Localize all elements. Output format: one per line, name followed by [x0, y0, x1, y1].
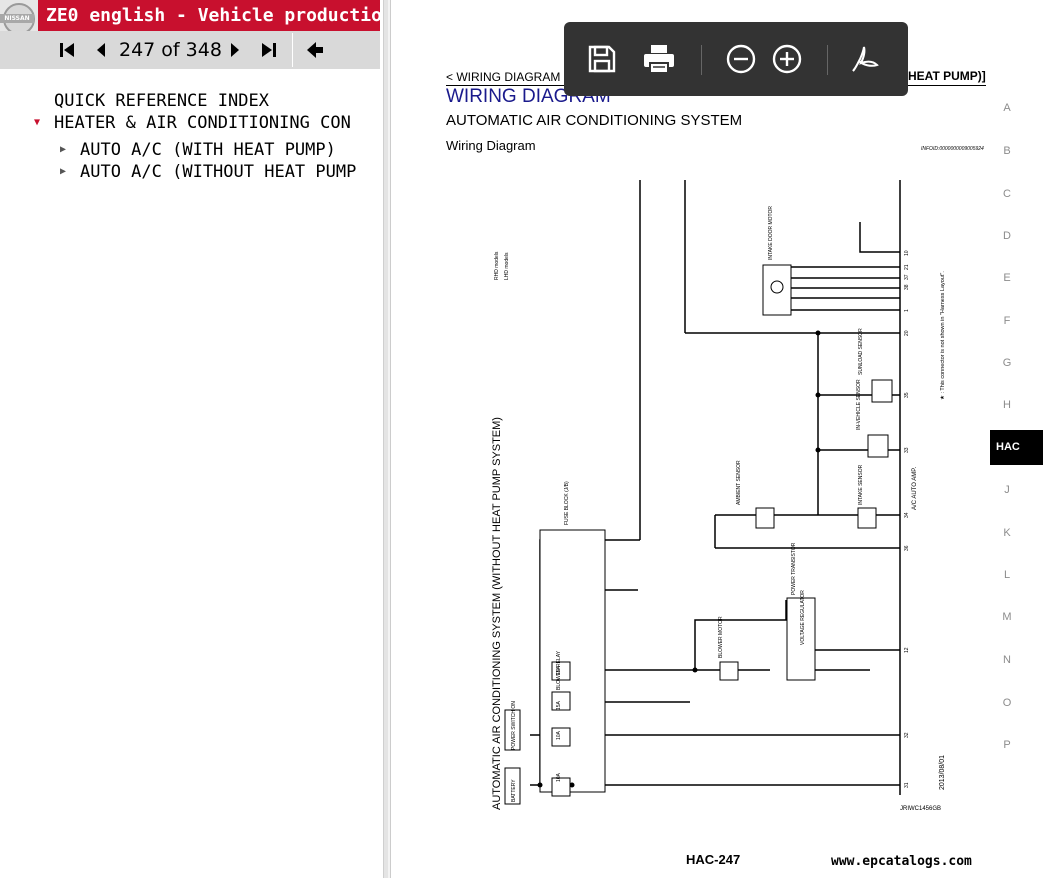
legend-rhd: RHD models [494, 251, 500, 280]
fuse-label: 10A [556, 772, 562, 782]
expanded-caret-icon[interactable]: ▼ [34, 117, 41, 128]
zoom-out-icon[interactable] [719, 22, 763, 96]
collapsed-caret-icon[interactable]: ▶ [60, 166, 67, 177]
watermark: www.epcatalogs.com [831, 854, 972, 869]
pin-label: 37 [904, 274, 910, 280]
label-power-switch: POWER SWITCH ON [511, 701, 517, 750]
fuse-label: 15A [556, 700, 562, 710]
panel-splitter[interactable] [383, 0, 388, 878]
section-index-m[interactable]: M [1002, 611, 1012, 623]
prev-page-icon[interactable] [88, 31, 114, 69]
label-intake-sensor: INTAKE SENSOR [858, 464, 864, 505]
section-index-hac-active[interactable]: HAC [990, 430, 1043, 465]
page-counter: 247 of 348 [119, 39, 222, 61]
section-index-a[interactable]: A [1003, 102, 1011, 114]
label-power-transistor: POWER TRANSISTOR [791, 542, 797, 595]
label-in-vehicle-sensor: IN-VEHICLE SENSOR [856, 379, 862, 430]
label-blower-relay: BLOWER RELAY [556, 650, 562, 690]
document-page [390, 0, 1043, 878]
first-page-icon[interactable] [52, 31, 82, 69]
toc-item-heater-ac[interactable]: HEATER & AIR CONDITIONING CON [54, 113, 351, 133]
toc-item-auto-ac-with-heat-pump[interactable]: AUTO A/C (WITH HEAT PUMP) [80, 140, 336, 160]
section-index-f[interactable]: F [1003, 315, 1011, 327]
diagram-id-text: JRIWC1456GB [900, 806, 941, 812]
nissan-logo: NISSAN [0, 0, 38, 37]
section-index-e[interactable]: E [1003, 272, 1011, 284]
label-blower-motor: BLOWER MOTOR [718, 616, 724, 658]
print-icon[interactable] [637, 22, 681, 96]
breadcrumb-right: HEAT PUMP)] [908, 69, 986, 83]
wiring-diagram: JRIWC1456GB AUTOMATIC AIR CONDITIONING S… [491, 180, 946, 812]
pin-label: 20 [904, 330, 910, 336]
collapsed-caret-icon[interactable]: ▶ [60, 144, 67, 155]
fuse-label: 15A [556, 665, 562, 675]
pin-label: 21 [904, 264, 910, 270]
section-index-c[interactable]: C [1003, 188, 1011, 200]
logo-text: NISSAN [0, 14, 34, 23]
section-index-p[interactable]: P [1003, 739, 1011, 751]
subtitle: Wiring Diagram [446, 138, 536, 153]
section-index-n[interactable]: N [1003, 654, 1011, 666]
label-ambient-sensor: AMBIENT SENSOR [736, 460, 742, 505]
label-sunload-sensor: SUNLOAD SENSOR [858, 328, 864, 375]
navigation-panel: NISSAN ZE0 english - Vehicle production:… [0, 0, 383, 878]
pin-label: 38 [904, 284, 910, 290]
last-page-icon[interactable] [254, 31, 284, 69]
page-number: HAC-247 [686, 852, 741, 867]
pin-label: 1 [904, 309, 910, 312]
connector-note: ★ : This connector is not shown in "Harn… [939, 271, 946, 400]
vertical-diagram-title: AUTOMATIC AIR CONDITIONING SYSTEM (WITHO… [491, 417, 503, 810]
pin-label: 33 [904, 447, 910, 453]
section-index-b[interactable]: B [1003, 145, 1011, 157]
info-id: INFOID:0000000009005924 [921, 146, 984, 152]
acrobat-icon[interactable] [843, 22, 887, 96]
toc-item-auto-ac-without-heat-pump[interactable]: AUTO A/C (WITHOUT HEAT PUMP [80, 162, 357, 182]
fuse-label: 10A [556, 730, 562, 740]
pin-label: 31 [904, 782, 910, 788]
label-battery: BATTERY [511, 779, 517, 802]
zoom-in-icon[interactable] [765, 22, 809, 96]
legend-lhd: LHD models [504, 252, 510, 280]
pin-label: 32 [904, 732, 910, 738]
toc-item-quick-reference[interactable]: QUICK REFERENCE INDEX [54, 91, 269, 111]
section-index-o[interactable]: O [1002, 697, 1012, 709]
window-title: ZE0 english - Vehicle production: [38, 0, 380, 31]
label-intake-door-motor: INTAKE DOOR MOTOR [768, 206, 774, 260]
breadcrumb: < WIRING DIAGRAM > [446, 70, 571, 84]
next-page-icon[interactable] [222, 31, 248, 69]
pdf-toolbar [564, 22, 908, 96]
diagram-date: 2013/08/01 [939, 755, 946, 790]
section-index-j[interactable]: J [1004, 484, 1010, 496]
label-fuse-block: FUSE BLOCK (J/B) [564, 481, 570, 525]
pin-label: 34 [904, 512, 910, 518]
system-title: AUTOMATIC AIR CONDITIONING SYSTEM [446, 112, 743, 129]
pin-label: 36 [904, 545, 910, 551]
section-index-d[interactable]: D [1003, 230, 1011, 242]
section-index-h[interactable]: H [1003, 399, 1011, 411]
section-index-l[interactable]: L [1003, 569, 1011, 581]
pin-label: 10 [904, 250, 910, 256]
label-ac-auto-amp: A/C AUTO AMP. [912, 467, 918, 510]
page-navigation-bar: 247 of 348 [0, 31, 380, 69]
section-index-k[interactable]: K [1003, 527, 1011, 539]
pin-label: 35 [904, 392, 910, 398]
pin-label: 12 [904, 647, 910, 653]
label-voltage-regulator: VOLTAGE REGULATOR [800, 590, 806, 645]
section-index-g[interactable]: G [1002, 357, 1012, 369]
save-icon[interactable] [580, 22, 624, 96]
back-arrow-icon[interactable] [300, 31, 330, 69]
